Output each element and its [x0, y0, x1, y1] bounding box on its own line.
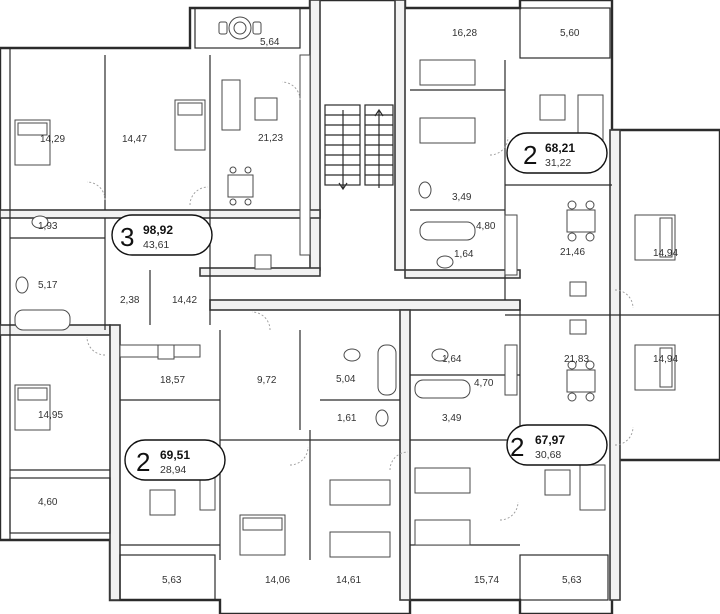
badge-rooms-count: 3	[120, 222, 134, 252]
apartment-badge-2-rooms-bottom-right[interactable]: 2 67,97 30,68	[506, 424, 608, 466]
badge-rooms-count: 2	[510, 432, 524, 462]
area-wc-1-61: 1,61	[337, 413, 357, 424]
apartment-badge-2-rooms-bottom-left[interactable]: 2 69,51 28,94	[124, 439, 226, 481]
structural-walls	[0, 0, 621, 601]
area-kitchen-21-46: 21,46	[560, 247, 585, 258]
apartment-badge-3-rooms[interactable]: 3 98,92 43,61	[111, 214, 213, 256]
area-bedroom-14-29: 14,29	[40, 134, 65, 145]
area-hall-4-80: 4,80	[476, 221, 496, 232]
area-bath-3-49-bottom: 3,49	[442, 413, 462, 424]
stair-core	[324, 104, 394, 191]
badge-living-area: 31,22	[545, 157, 571, 169]
badge-total-area: 68,21	[545, 141, 575, 155]
area-balcony-top-right: 5,60	[560, 28, 580, 39]
area-bath-1-93: 1,93	[38, 221, 58, 232]
area-wc-1-64-bottom: 1,64	[442, 354, 462, 365]
furniture	[14, 16, 676, 558]
badge-total-area: 98,92	[143, 223, 173, 237]
area-hall-9-72: 9,72	[257, 375, 277, 386]
area-bath-3-49-top: 3,49	[452, 192, 472, 203]
area-bedroom-14-47: 14,47	[122, 134, 147, 145]
area-closet-2-38: 2,38	[120, 295, 140, 306]
balconies	[9, 7, 611, 601]
area-living-21-23: 21,23	[258, 133, 283, 144]
badge-rooms-count: 2	[136, 447, 150, 477]
area-bath-5-04: 5,04	[336, 374, 356, 385]
door-swings	[86, 81, 634, 521]
area-bedroom-15-74: 15,74	[474, 575, 499, 586]
area-bedroom-14-95: 14,95	[38, 410, 63, 421]
apartment-badge-2-rooms-top-right[interactable]: 2 68,21 31,22	[506, 132, 608, 174]
area-room-16-28: 16,28	[452, 28, 477, 39]
area-balcony-left: 4,60	[38, 497, 58, 508]
area-balcony-bottom-right: 5,63	[562, 575, 582, 586]
area-balcony-top-left: 5,64	[260, 37, 280, 48]
area-hall-4-70: 4,70	[474, 378, 494, 389]
area-hall-14-42: 14,42	[172, 295, 197, 306]
area-wc-1-64-top: 1,64	[454, 249, 474, 260]
area-kitchen-18-57: 18,57	[160, 375, 185, 386]
badge-living-area: 30,68	[535, 449, 561, 461]
area-bedroom-14-94-top: 14,94	[653, 248, 678, 259]
badge-living-area: 28,94	[160, 464, 186, 476]
area-bath-5-17: 5,17	[38, 280, 58, 291]
badge-living-area: 43,61	[143, 239, 169, 251]
badge-total-area: 69,51	[160, 448, 190, 462]
area-kitchen-21-83: 21,83	[564, 354, 589, 365]
area-bedroom-14-06: 14,06	[265, 575, 290, 586]
badge-total-area: 67,97	[535, 433, 565, 447]
area-bedroom-14-94-bottom: 14,94	[653, 354, 678, 365]
area-bedroom-14-61: 14,61	[336, 575, 361, 586]
room-area-labels: 5,64 5,60 16,28 14,29 14,47 21,23 1,93 3…	[38, 28, 678, 586]
badge-rooms-count: 2	[523, 140, 537, 170]
area-balcony-bottom-left: 5,63	[162, 575, 182, 586]
